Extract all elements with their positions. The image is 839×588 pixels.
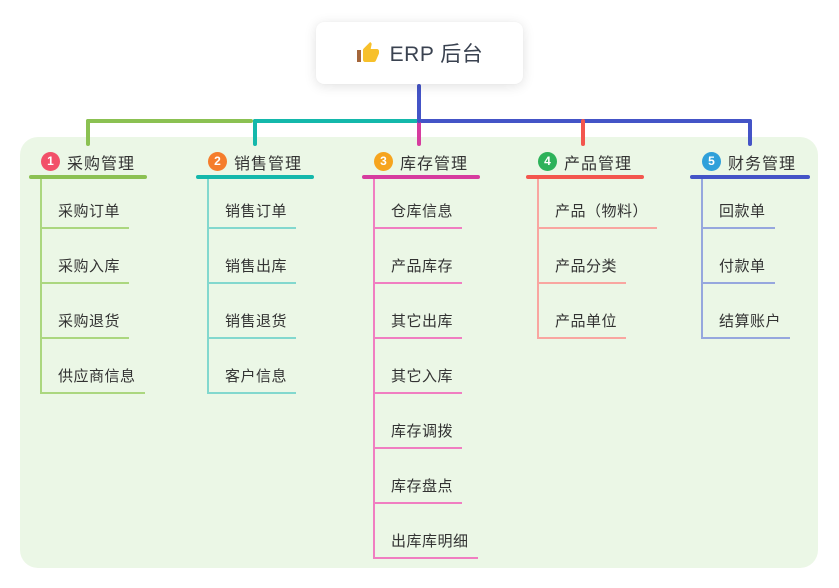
branches-panel [20,137,818,568]
child-node[interactable]: 供应商信息 [42,339,145,394]
child-node[interactable]: 结算账户 [703,284,791,339]
child-node[interactable]: 采购退货 [42,284,130,339]
child-node[interactable]: 销售出库 [209,229,297,284]
branch-sales: 2 销售管理 销售订单 销售出库 销售退货 客户信息 [196,148,314,394]
child-node[interactable]: 其它入库 [375,339,463,394]
branch-finance-header[interactable]: 5 财务管理 [690,148,810,175]
child-node[interactable]: 客户信息 [209,339,297,394]
branch-title: 销售管理 [234,155,303,173]
branch-product-header[interactable]: 4 产品管理 [526,148,657,175]
child-node[interactable]: 产品分类 [539,229,627,284]
branch-underline [29,175,147,179]
branch-children: 回款单 付款单 结算账户 [701,179,810,339]
connector-horizontal-blue [419,119,752,123]
child-node[interactable]: 产品（物料） [539,179,658,229]
child-node[interactable]: 仓库信息 [375,179,463,229]
branch-children: 仓库信息 产品库存 其它出库 其它入库 库存调拨 库存盘点 出库库明细 [373,179,480,559]
branch-children: 销售订单 销售出库 销售退货 客户信息 [207,179,314,394]
branch-children: 采购订单 采购入库 采购退货 供应商信息 [40,179,147,394]
branch-title: 库存管理 [400,155,469,173]
connector-horizontal-teal [253,119,419,123]
child-node[interactable]: 回款单 [703,179,775,229]
child-node[interactable]: 产品单位 [539,284,627,339]
branch-purchase-header[interactable]: 1 采购管理 [29,148,147,175]
branch-title: 财务管理 [728,155,797,173]
connector-drop-sales [253,119,257,146]
branch-inventory: 3 库存管理 仓库信息 产品库存 其它出库 其它入库 库存调拨 库存盘点 出库库… [362,148,480,559]
connector-drop-purchase [86,119,90,146]
branch-title: 产品管理 [564,155,633,173]
branch-product: 4 产品管理 产品（物料） 产品分类 产品单位 [526,148,658,339]
connector-horizontal-green [86,119,253,123]
root-title: ERP 后台 [389,43,484,66]
branch-underline [526,175,644,179]
child-node[interactable]: 付款单 [703,229,775,284]
child-node[interactable]: 出库库明细 [375,504,478,559]
branch-number-badge: 5 [702,152,721,171]
thumbs-up-icon [356,42,379,62]
branch-underline [690,175,810,179]
branch-purchase: 1 采购管理 采购订单 采购入库 采购退货 供应商信息 [29,148,147,394]
child-node[interactable]: 产品库存 [375,229,463,284]
branch-number-badge: 3 [374,152,393,171]
child-node[interactable]: 库存调拨 [375,394,463,449]
child-node[interactable]: 其它出库 [375,284,463,339]
child-node[interactable]: 销售退货 [209,284,297,339]
connector-drop-finance [748,119,752,146]
branch-sales-header[interactable]: 2 销售管理 [196,148,314,175]
connector-drop-product [581,119,585,146]
branch-finance: 5 财务管理 回款单 付款单 结算账户 [690,148,810,339]
branch-children: 产品（物料） 产品分类 产品单位 [537,179,658,339]
child-node[interactable]: 采购入库 [42,229,130,284]
child-node[interactable]: 库存盘点 [375,449,463,504]
root-node[interactable]: ERP 后台 [316,22,523,84]
branch-number-badge: 4 [538,152,557,171]
branch-underline [362,175,480,179]
branch-number-badge: 2 [208,152,227,171]
connector-drop-inventory [417,121,421,146]
branch-title: 采购管理 [67,155,136,173]
connector-root-vertical [417,84,421,123]
child-node[interactable]: 销售订单 [209,179,297,229]
branch-number-badge: 1 [41,152,60,171]
branch-underline [196,175,314,179]
child-node[interactable]: 采购订单 [42,179,130,229]
branch-inventory-header[interactable]: 3 库存管理 [362,148,480,175]
